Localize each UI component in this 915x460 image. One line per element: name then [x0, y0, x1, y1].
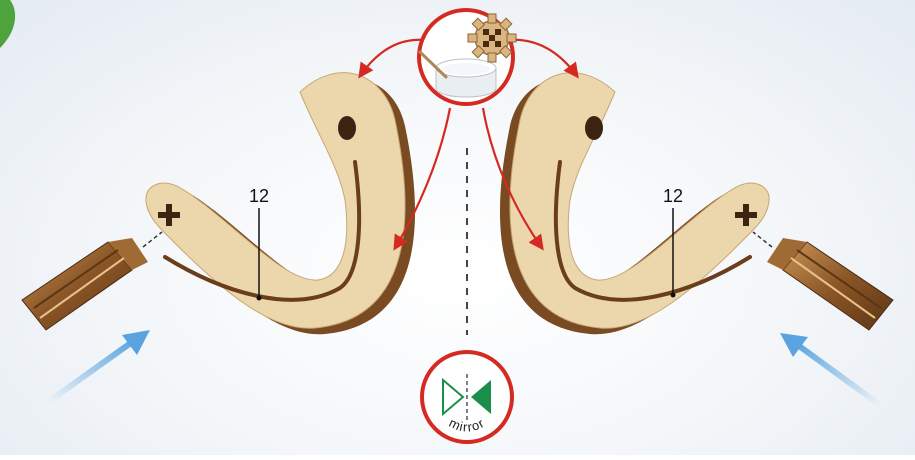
left-peg-guide-line — [143, 232, 162, 247]
left-hook-face — [146, 73, 405, 329]
right-blue-arrow — [780, 333, 880, 405]
left-hook-part — [146, 73, 415, 335]
wood-gear-icon — [468, 14, 516, 62]
glue-badge — [419, 10, 516, 104]
right-peg-guide-line — [753, 232, 772, 247]
right-peg — [767, 238, 893, 330]
corner-step-indicator — [0, 0, 15, 48]
left-blue-arrow — [48, 330, 150, 402]
right-hook-face — [510, 73, 769, 329]
right-hook-part — [500, 73, 769, 335]
left-part-number: 12 — [249, 186, 269, 206]
right-hook-hole — [585, 116, 603, 140]
left-hook-hole — [338, 116, 356, 140]
left-peg — [22, 238, 148, 330]
right-part-number: 12 — [663, 186, 683, 206]
